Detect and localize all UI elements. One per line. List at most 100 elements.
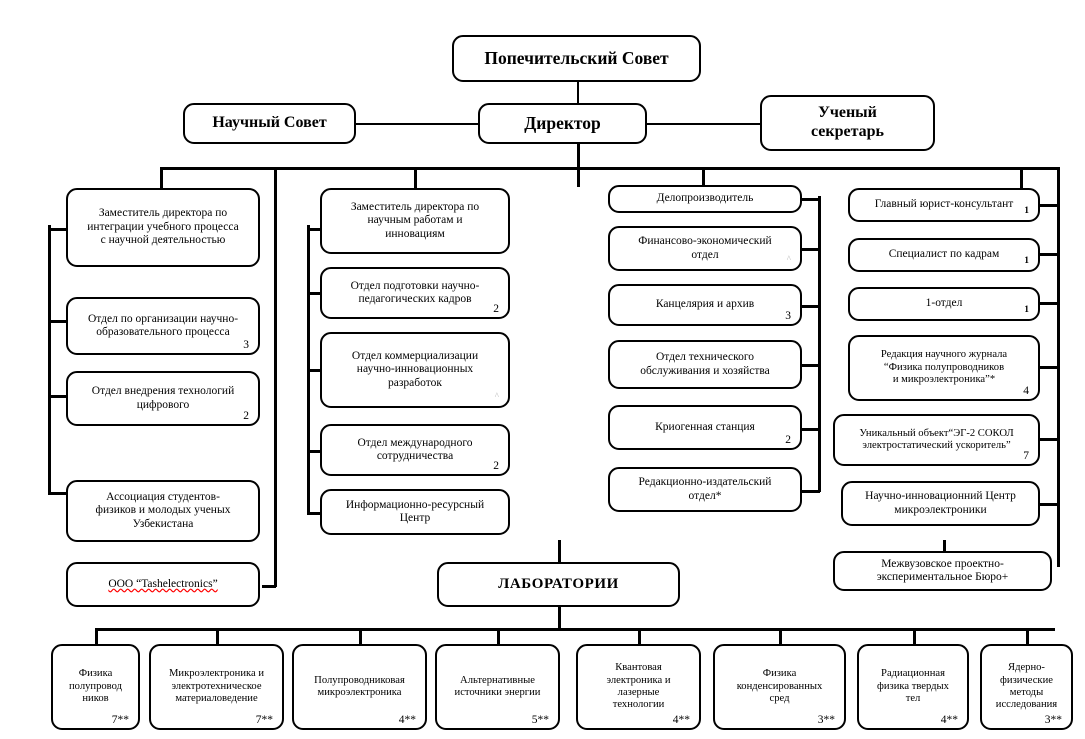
box-lab-semiconductor-physics[interactable]: Физика полупровод ников 7** [51,644,140,730]
box-lab-microelectronics-materials-label: Микроэлектроника и электротехническое ма… [168,668,264,705]
box-dept-research-education-org-count: 3 [243,338,249,351]
box-dept-international-cooperation-label: Отдел международного сотрудничества [357,436,473,462]
box-lab-quantum-electronics-lasers-label: Квантовая электроника и лазерные техноло… [606,662,671,711]
box-lab-quantum-electronics-lasers-count: 4** [672,713,690,726]
connector-col4-drop [1020,167,1023,202]
connector-col4-stub-5 [1040,438,1059,441]
box-laboratories-header[interactable]: ЛАБОРАТОРИИ [437,562,680,607]
connector-labs-bus [95,628,1055,631]
connector-col3-stub-1 [800,198,820,201]
box-first-department-count: 1 [1024,304,1029,315]
connector-lab-drop-2 [216,628,219,645]
box-finance-economics-dept-count: ^ [786,254,791,264]
box-lab-nuclear-physics-methods-count: 3** [1044,713,1062,726]
connector-council-director [355,123,480,125]
connector-col2-stub-4 [307,450,321,453]
box-dept-international-cooperation-count: 2 [493,459,499,472]
box-microelectronics-innovation-center-label: Научно-инновационний Центр микроэлектрон… [865,490,1016,516]
connector-col3-stub-5 [800,428,820,431]
box-lab-nuclear-physics-methods-label: Ядерно- физические методы исследования [995,662,1058,711]
connector-col3-stub-6 [800,490,820,493]
connector-col2-stub-1 [307,228,321,231]
box-cryogenic-station[interactable]: Криогенная станция 2 [608,405,802,450]
connector-col4-stub-6 [1040,503,1059,506]
box-chancellery-archive[interactable]: Канцелярия и архив 3 [608,284,802,326]
box-microelectronics-innovation-center[interactable]: Научно-инновационний Центр микроэлектрон… [841,481,1040,526]
box-board-of-trustees[interactable]: Попечительский Совет [452,35,701,82]
box-lab-radiation-solid-state-physics[interactable]: Радиационная физика твердых тел 4** [857,644,969,730]
box-journal-editorial-board[interactable]: Редакция научного журнала “Физика полупр… [848,335,1040,401]
box-lab-microelectronics-materials[interactable]: Микроэлектроника и электротехническое ма… [149,644,284,730]
box-lab-alternative-energy[interactable]: Альтернативные источники энергии 5** [435,644,560,730]
box-lab-semiconductor-microelectronics[interactable]: Полупроводниковая микроэлектроника 4** [292,644,427,730]
box-lab-quantum-electronics-lasers[interactable]: Квантовая электроника и лазерные техноло… [576,644,701,730]
connector-col3-drop [702,167,705,197]
box-dept-commercialization-count: ^ [494,391,499,401]
box-dept-digital-technology[interactable]: Отдел внедрения технологий цифрового 2 [66,371,260,426]
connector-board-director [577,82,579,105]
box-lab-condensed-matter-physics-count: 3** [817,713,835,726]
connector-lab-drop-8 [1026,628,1029,645]
box-board-of-trustees-label: Попечительский Совет [484,48,669,69]
connector-col1-stub-3 [48,395,68,398]
box-unique-object-accelerator[interactable]: Уникальный объект“ЭГ-2 СОКОЛ электростат… [833,414,1040,466]
connector-col3-stub-2 [800,248,820,251]
box-chief-legal-consultant[interactable]: Главный юрист-консультант 1 [848,188,1040,222]
box-hr-specialist-count: 1 [1024,255,1029,266]
box-academic-secretary-label: Ученый секретарь [810,104,885,140]
connector-director-down [577,143,580,187]
box-dept-scientific-pedagogical-staff[interactable]: Отдел подготовки научно- педагогических … [320,267,510,319]
box-lab-condensed-matter-physics[interactable]: Физика конденсированных сред 3** [713,644,846,730]
box-first-department-label: 1-отдел [925,297,963,310]
box-information-resource-center[interactable]: Информационно-ресурсный Центр [320,489,510,535]
box-first-department[interactable]: 1-отдел 1 [848,287,1040,321]
connector-labs-up [558,540,561,562]
box-unique-object-accelerator-count: 7 [1023,449,1029,462]
connector-col1-spine [274,167,277,587]
connector-col2-stub-2 [307,292,321,295]
connector-lab-drop-1 [95,628,98,645]
box-clerk[interactable]: Делопроизводитель [608,185,802,213]
connector-col3-right-spine [818,196,821,492]
box-dept-digital-technology-count: 2 [243,409,249,422]
box-ooo-tashelectronics[interactable]: ООО “Tashelectronics” [66,562,260,607]
box-hr-specialist[interactable]: Специалист по кадрам 1 [848,238,1040,272]
box-lab-alternative-energy-label: Альтернативные источники энергии [454,674,541,698]
box-ooo-tashelectronics-label: ООО “Tashelectronics” [108,577,218,590]
box-finance-economics-dept[interactable]: Финансово-экономический отдел ^ [608,226,802,271]
box-interuniversity-design-bureau-label: Межвузовское проектно- экспериментальное… [876,557,1009,583]
connector-lab-drop-6 [779,628,782,645]
box-chancellery-archive-count: 3 [785,309,791,322]
box-technical-services-dept-label: Отдел технического обслуживания и хозяйс… [640,351,770,377]
box-journal-editorial-board-count: 4 [1023,384,1029,397]
connector-col4-stub-2 [1040,253,1059,256]
box-deputy-director-research[interactable]: Заместитель директора по научным работам… [320,188,510,254]
box-lab-nuclear-physics-methods[interactable]: Ядерно- физические методы исследования 3… [980,644,1073,730]
box-technical-services-dept[interactable]: Отдел технического обслуживания и хозяйс… [608,340,802,389]
box-lab-radiation-solid-state-physics-label: Радиационная физика твердых тел [877,668,949,705]
box-dept-research-education-org-label: Отдел по организации научно- образовател… [87,312,239,338]
box-director-label: Директор [524,113,601,134]
box-dept-digital-technology-label: Отдел внедрения технологий цифрового [91,385,235,411]
box-chief-legal-consultant-count: 1 [1024,205,1029,216]
connector-col3-stub-4 [800,364,820,367]
box-unique-object-accelerator-label: Уникальный объект“ЭГ-2 СОКОЛ электростат… [859,427,1014,451]
box-director[interactable]: Директор [478,103,647,144]
box-editorial-publishing-dept[interactable]: Редакционно-издательский отдел* [608,467,802,512]
box-dept-international-cooperation[interactable]: Отдел международного сотрудничества 2 [320,424,510,476]
box-journal-editorial-board-label: Редакция научного журнала “Физика полупр… [880,349,1008,386]
connector-director-secretary [646,123,760,125]
box-student-physicists-association[interactable]: Ассоциация студентов- физиков и молодых … [66,480,260,542]
box-lab-condensed-matter-physics-label: Физика конденсированных сред [736,668,823,705]
connector-lab-drop-7 [913,628,916,645]
box-interuniversity-design-bureau[interactable]: Межвузовское проектно- экспериментальное… [833,551,1052,591]
box-scientific-council[interactable]: Научный Совет [183,103,356,144]
box-lab-semiconductor-microelectronics-count: 4** [398,713,416,726]
box-dept-research-education-org[interactable]: Отдел по организации научно- образовател… [66,297,260,355]
box-deputy-director-integration[interactable]: Заместитель директора по интеграции учеб… [66,188,260,267]
box-dept-commercialization[interactable]: Отдел коммерциализации научно-инновацион… [320,332,510,408]
box-dept-scientific-pedagogical-staff-count: 2 [493,302,499,315]
box-academic-secretary[interactable]: Ученый секретарь [760,95,935,151]
connector-col1-stub-1 [48,228,68,231]
